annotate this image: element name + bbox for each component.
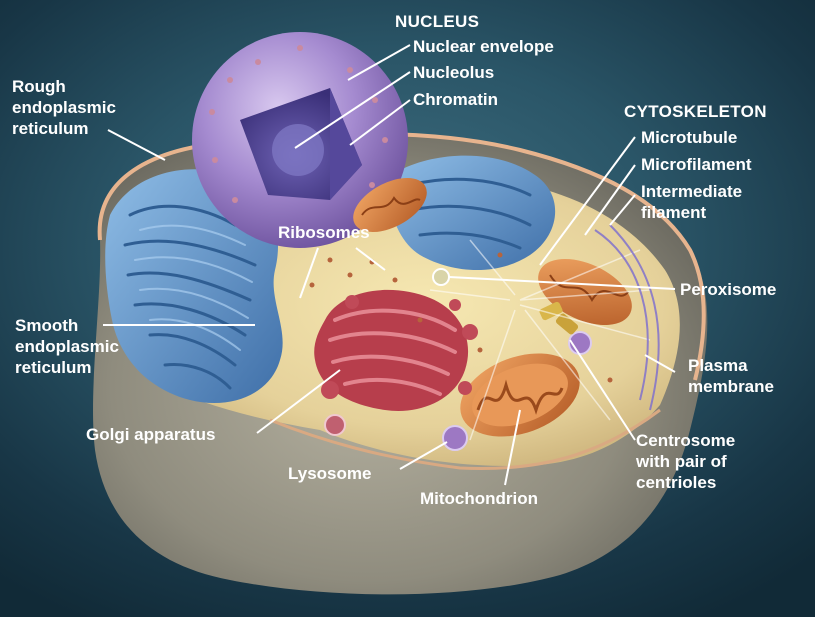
label-microfilament: Microfilament — [641, 155, 752, 174]
label-lysosome: Lysosome — [288, 464, 372, 483]
cut-edge — [269, 408, 661, 471]
label-rough-er-line-2: endoplasmic — [12, 98, 116, 117]
lysosome-shape — [442, 425, 468, 451]
label-nucleolus: Nucleolus — [413, 63, 495, 82]
label-rough-er-line-1: Rough — [12, 77, 66, 96]
nucleus-shape — [192, 32, 408, 248]
label-golgi: Golgi apparatus — [86, 425, 216, 444]
nucleus-heading: NUCLEUS — [395, 12, 480, 31]
label-chromatin: Chromatin — [413, 90, 498, 109]
lysosome-shape-3 — [324, 414, 346, 436]
mitochondrion-upper-shape — [353, 177, 427, 233]
label-centrosome-line-3: centrioles — [636, 473, 717, 492]
label-rough-er-line-3: reticulum — [12, 119, 89, 138]
golgi-shape — [314, 289, 478, 411]
leader-lines — [103, 44, 676, 486]
label-plasma-membrane-line-1: Plasma — [688, 356, 748, 375]
mitochondrion-shape — [460, 353, 580, 437]
label-smooth-er-line-2: endoplasmic — [15, 337, 119, 356]
label-nuclear-envelope: Nuclear envelope — [413, 37, 554, 56]
label-smooth-er-line-3: reticulum — [15, 358, 92, 377]
label-smooth-er-line-1: Smooth — [15, 316, 79, 335]
label-microtubule: Microtubule — [641, 128, 738, 147]
label-intermediate-filament-line-1: Intermediate — [641, 182, 743, 201]
label-intermediate-filament: Intermediate filament — [641, 181, 742, 223]
label-smooth-er: Smooth endoplasmic reticulum — [15, 315, 119, 378]
label-ribosomes: Ribosomes — [278, 223, 370, 242]
cytoskeleton-filaments — [429, 224, 660, 441]
centrosome-shape — [539, 301, 579, 335]
label-centrosome-line-2: with pair of — [636, 452, 727, 471]
peroxisome-shape — [432, 268, 450, 286]
label-rough-er: Rough endoplasmic reticulum — [12, 76, 116, 139]
cytoskeleton-heading: CYTOSKELETON — [624, 102, 767, 121]
label-centrosome: Centrosome with pair of centrioles — [636, 430, 735, 493]
rough-er-right-shape — [390, 155, 556, 270]
label-mitochondrion: Mitochondrion — [420, 489, 539, 508]
label-plasma-membrane-line-2: membrane — [688, 377, 774, 396]
label-centrosome-line-1: Centrosome — [636, 431, 736, 450]
label-intermediate-filament-line-2: filament — [641, 203, 707, 222]
label-plasma-membrane: Plasma membrane — [688, 355, 774, 397]
label-peroxisome: Peroxisome — [680, 280, 777, 299]
